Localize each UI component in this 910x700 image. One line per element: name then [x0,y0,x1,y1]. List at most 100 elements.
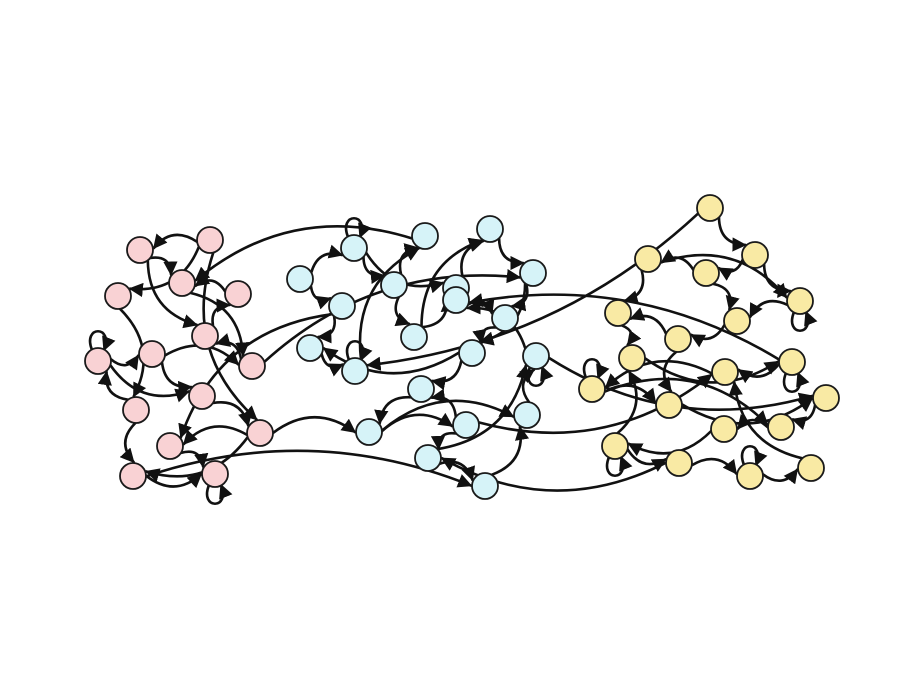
edge-y16-y17 [627,429,713,457]
self-loop-y5 [790,310,818,333]
edge-p6-p4 [211,298,231,328]
edge-p3-p8 [189,291,250,357]
edge-y4-y5 [659,253,788,299]
edge-p4-p3 [194,272,227,293]
edge-y17-y9 [616,370,642,435]
node-pink-p13 [156,432,184,460]
edge-b6-b7 [320,352,344,377]
node-pink-p3 [168,269,196,297]
edge-b4-p3 [194,224,414,282]
node-yellow-y14 [812,384,840,412]
node-yellow-y17 [601,432,629,460]
node-blue-b8 [400,323,428,351]
edge-y1-y2 [717,216,747,252]
node-yellow-y15 [767,413,795,441]
edge-p10-p15 [119,421,137,464]
edge-p10-p9 [97,370,130,401]
node-blue-b6 [296,334,324,362]
node-blue-b1 [286,265,314,293]
edge-b1-b2 [310,244,344,274]
self-loop-y19 [740,444,768,467]
node-pink-p15 [119,462,147,490]
node-yellow-y3 [692,259,720,287]
node-blue-b15 [355,418,383,446]
edge-b16-b14 [430,388,458,419]
node-yellow-y7 [664,325,692,353]
edge-y7-y8 [629,307,668,336]
edge-y18-b17 [440,457,668,492]
node-blue-b19 [513,401,541,429]
edge-y3-y6 [711,282,740,311]
edge-p12-b15 [271,415,357,435]
edge-b2-b3 [362,255,386,285]
edge-p2-p1 [152,233,199,250]
edge-b10-b11 [497,237,525,271]
edge-y17-y18 [626,448,667,472]
node-yellow-y5 [786,287,814,315]
self-loop-p9 [88,329,116,352]
edge-b14-b15 [374,395,413,425]
edge-b1-b5 [309,284,332,310]
edge-y1-b7 [366,212,700,371]
node-pink-p1 [126,236,154,264]
edge-y18-y19 [690,457,738,475]
edge-b19-b20 [519,368,536,404]
node-yellow-y20 [797,454,825,482]
edge-y2-y5 [762,263,792,298]
edge-p11-p12 [211,401,253,427]
node-yellow-y13 [655,391,683,419]
edge-y20-y11 [728,380,804,460]
node-yellow-y1 [696,194,724,222]
node-blue-b4 [411,222,439,250]
node-pink-p11 [188,382,216,410]
node-blue-b11 [519,259,547,287]
node-pink-p2 [196,226,224,254]
node-yellow-y16 [710,415,738,443]
node-blue-b7 [341,357,369,385]
edge-b3-b8 [394,295,411,327]
edge-p9-p7 [109,354,140,371]
node-yellow-y19 [736,462,764,490]
edge-y6-y7 [690,323,726,348]
self-loop-y17 [605,455,633,478]
node-blue-b16 [452,411,480,439]
edge-p13-p14 [179,450,209,469]
edge-y10-y11 [737,362,781,384]
edge-y19-y20 [761,468,799,485]
edge-p1-p6 [146,259,198,329]
node-blue-b14 [407,375,435,403]
self-loop-y10 [782,371,810,394]
edge-y10-b21 [468,293,781,361]
edge-b11-b12 [510,282,529,312]
edge-b5-b6 [317,315,336,344]
node-yellow-y4 [634,245,662,273]
node-yellow-y8 [604,299,632,327]
node-yellow-y9 [618,344,646,372]
edge-y5-y6 [749,299,789,319]
edge-b13-b6 [322,347,461,375]
edge-y15-y16 [736,414,770,430]
edge-p1-p3 [148,256,178,276]
node-pink-p9 [84,347,112,375]
edge-b9-b10 [460,237,485,278]
node-yellow-y12 [578,375,606,403]
edge-y14-y15 [791,403,817,430]
node-blue-b20 [522,342,550,370]
edge-y4-y8 [623,269,645,305]
node-blue-b10 [476,215,504,243]
edge-p7-p11 [160,361,193,396]
node-pink-p7 [138,340,166,368]
self-loop-b20 [526,365,554,388]
edge-b16-b17 [430,431,458,451]
node-blue-b3 [380,271,408,299]
node-yellow-y18 [665,449,693,477]
node-yellow-y6 [723,307,751,335]
self-loop-b7 [345,339,373,362]
edge-y8-y9 [620,324,642,346]
self-loop-y12 [582,357,610,380]
edge-p12-p13 [182,425,249,446]
edge-y11-y12 [604,359,714,389]
node-blue-b12 [491,304,519,332]
